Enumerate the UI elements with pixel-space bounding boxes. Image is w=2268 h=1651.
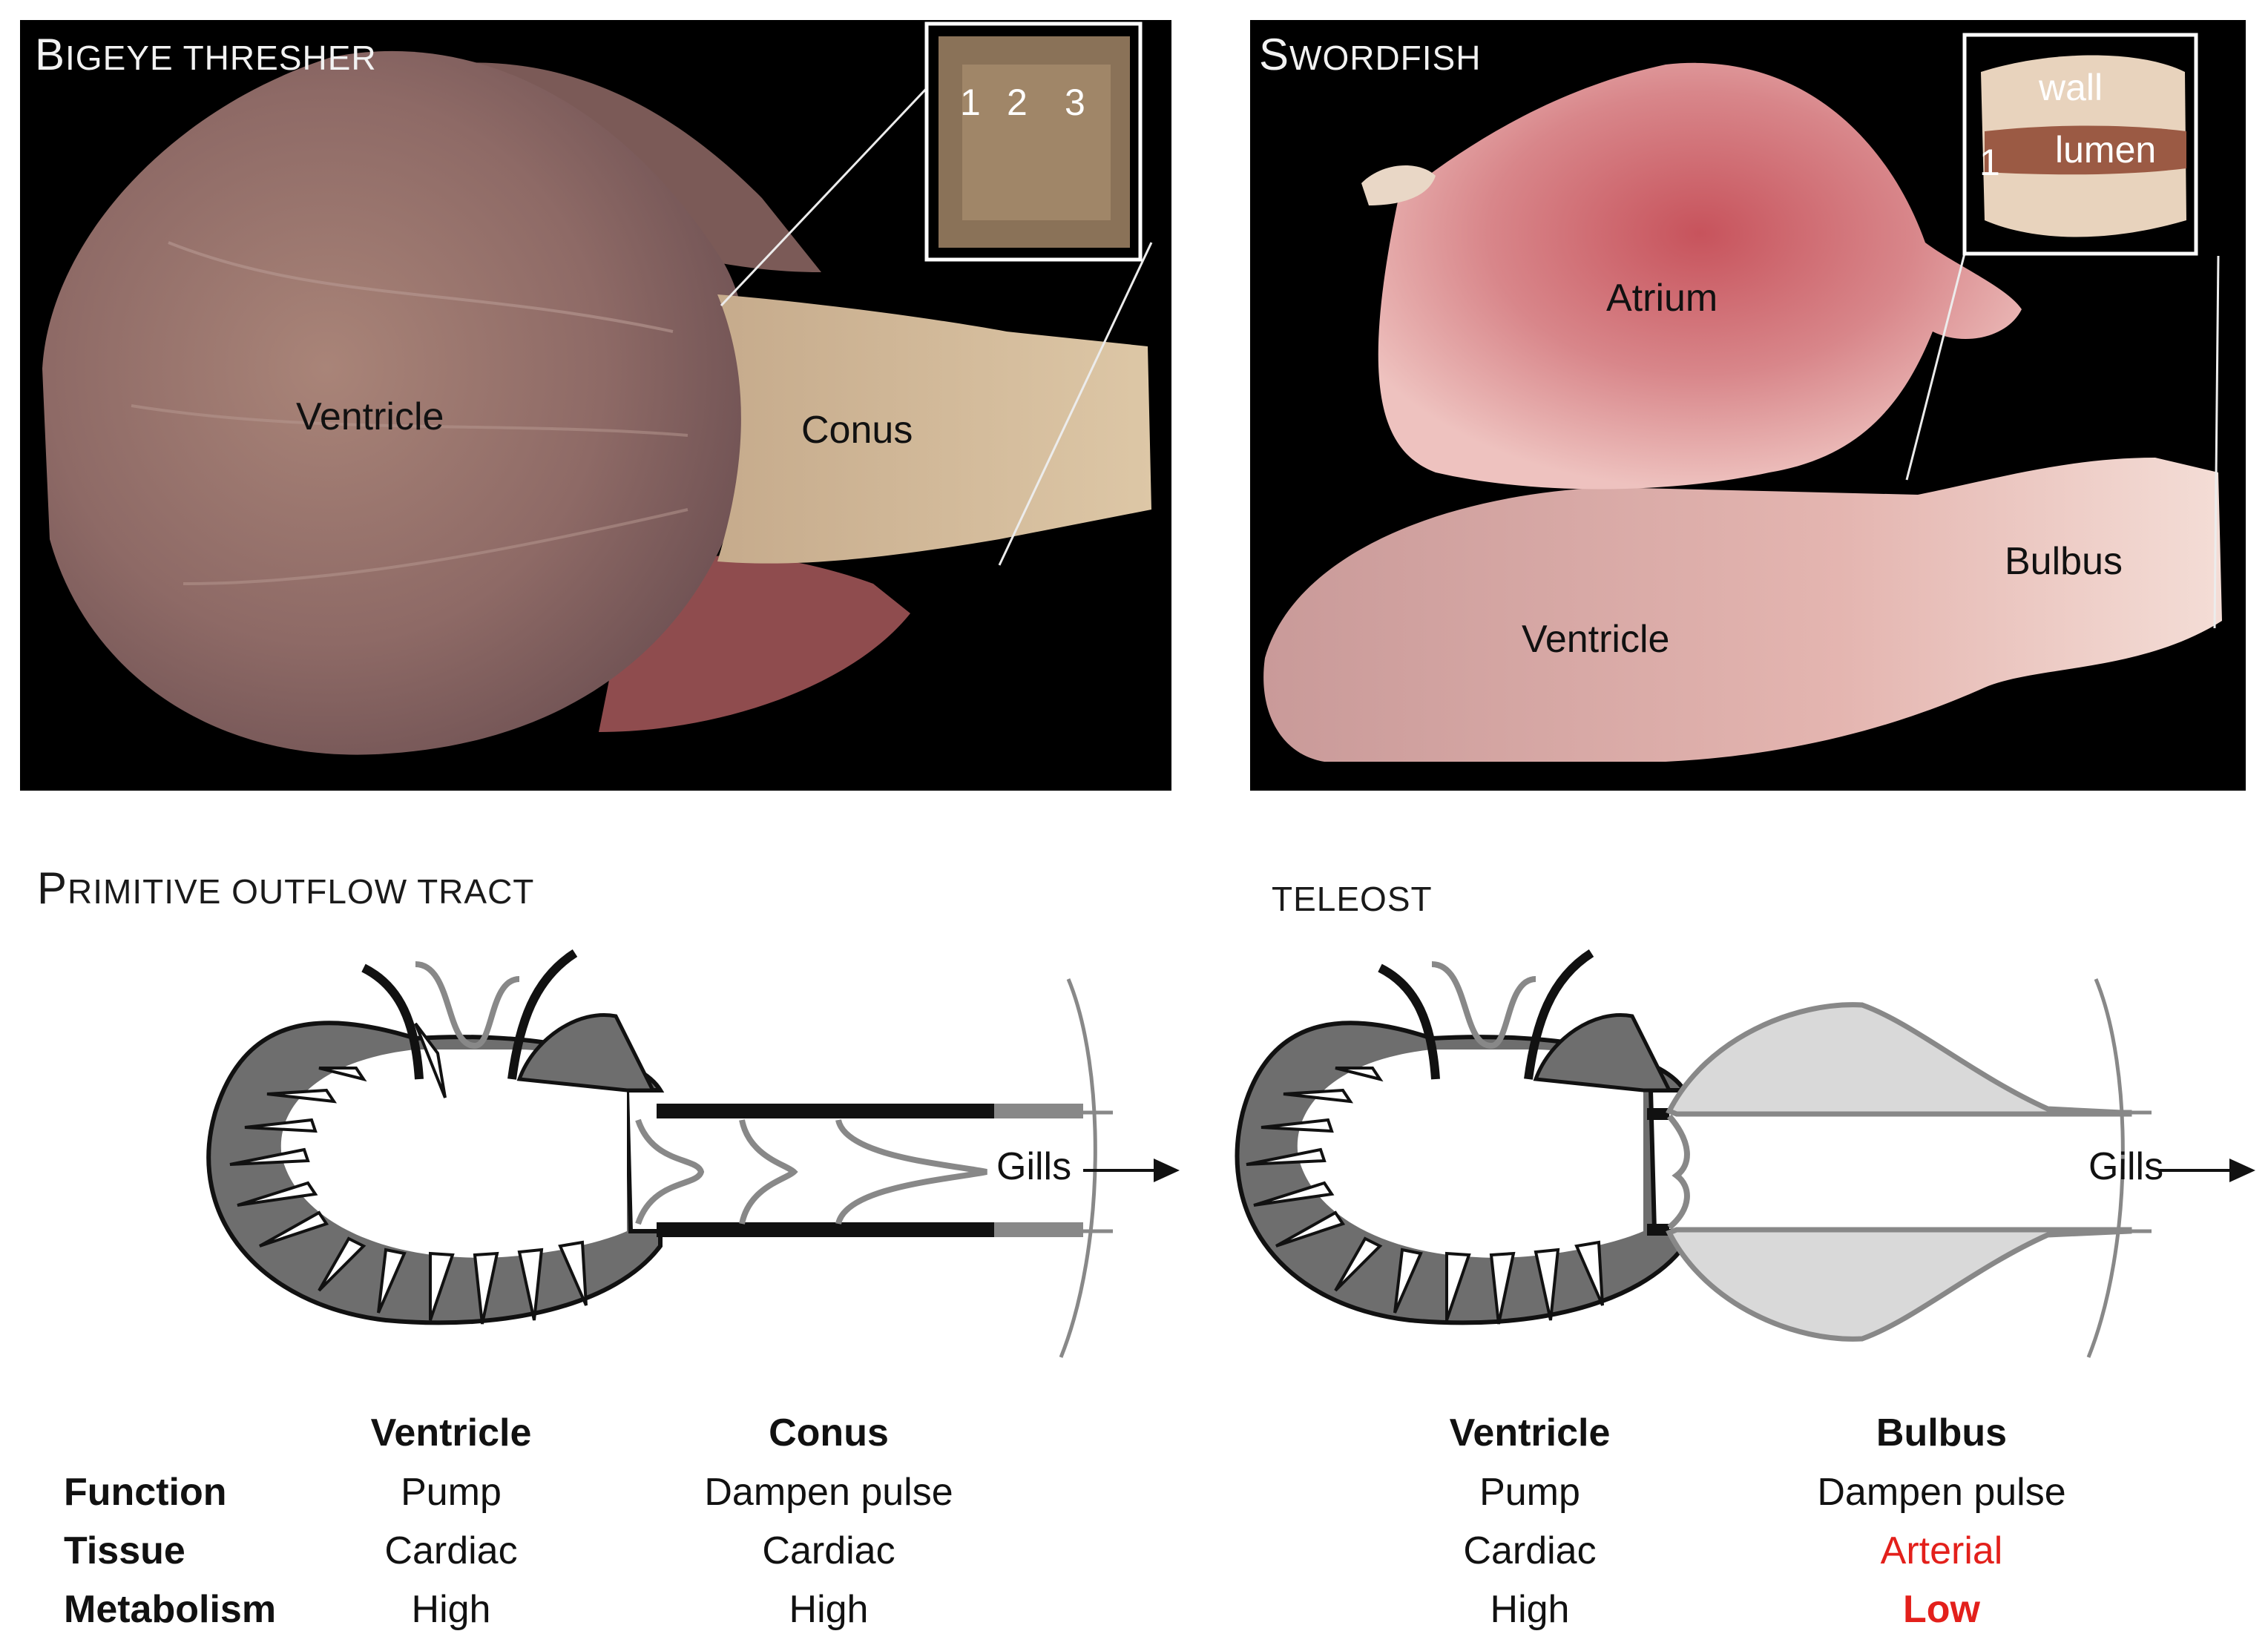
row-label-tissue: Tissue [64,1529,185,1572]
thresher-heart-photo: BIGEYE THRESHER Ventricle Conus 1 2 3 [20,20,1171,791]
teleost-bulbus-upper-wall [1666,1002,2132,1117]
thresher-title: BIGEYE THRESHER [35,29,377,80]
swordfish-inset-lumen-label: lumen [2055,129,2157,171]
swordfish-ventricle-label: Ventricle [1522,618,1670,661]
thresher-inset-number-2: 2 [1007,82,1028,123]
swordfish-atrium-label: Atrium [1606,277,1718,320]
thresher-ventricle-label: Ventricle [296,395,444,438]
row-label-metabolism: Metabolism [64,1588,277,1631]
swordfish-heart-illustration [1263,33,2222,762]
primitive-outflow-schematic [206,949,1180,1358]
teleost-ventricle-tissue: Cardiac [1463,1529,1597,1572]
thresher-heart-illustration [42,22,1153,755]
primitive-conus-function: Dampen pulse [704,1471,953,1514]
teleost-title: TELEOST [1272,870,1433,921]
primitive-conus-tissue: Cardiac [762,1529,895,1572]
primitive-outflow-title: PRIMITIVE OUTFLOW TRACT [37,863,534,914]
primitive-gills-label: Gills [996,1145,1072,1188]
teleost-bulbus-lower-wall [1666,1227,2132,1342]
primitive-trabeculae [229,1022,588,1325]
primitive-ventricle-tissue: Cardiac [384,1529,518,1572]
teleost-ventricle-function: Pump [1479,1471,1580,1514]
teleost-bulbus-function: Dampen pulse [1817,1471,2066,1514]
teleost-schematic [1235,949,2255,1358]
teleost-trabeculae [1246,1067,1604,1325]
teleost-gills-label: Gills [2088,1145,2164,1188]
swordfish-title: SWORDFISH [1259,29,1481,80]
swordfish-inset-number-1: 1 [1979,142,2000,183]
swordfish-bulbus-label: Bulbus [2005,540,2123,583]
teleost-ventricle-header: Ventricle [1449,1411,1611,1454]
primitive-title-rest: RIMITIVE OUTFLOW TRACT [68,872,535,911]
thresher-inset-number-1: 1 [960,82,981,123]
thresher-title-initial: B [35,30,66,79]
swordfish-inset-wall-label: wall [2039,67,2103,108]
row-label-function: Function [64,1471,227,1514]
teleost-bulbus-tissue: Arterial [1880,1529,2003,1572]
teleost-bulbus-header: Bulbus [1876,1411,2008,1454]
primitive-ventricle-function: Pump [401,1471,502,1514]
teleost-title-text: TELEOST [1272,880,1433,918]
swordfish-title-rest: WORDFISH [1289,39,1482,77]
primitive-conus-metabolism: High [789,1588,869,1631]
swordfish-title-initial: S [1259,30,1290,79]
teleost-bulbus-metabolism: Low [1903,1588,1980,1631]
primitive-conus-header: Conus [769,1411,889,1454]
thresher-conus-label: Conus [801,409,913,452]
swordfish-heart-photo: SWORDFISH Atrium Ventricle Bulbus wall l… [1250,20,2246,791]
thresher-title-rest: IGEYE THRESHER [65,39,377,77]
primitive-ventricle-metabolism: High [411,1588,491,1631]
thresher-inset-number-3: 3 [1065,82,1085,123]
primitive-ventricle-lumen [280,1049,627,1258]
teleost-ventricle-metabolism: High [1490,1588,1570,1631]
primitive-ventricle-header: Ventricle [370,1411,532,1454]
primitive-title-initial: P [37,863,68,913]
